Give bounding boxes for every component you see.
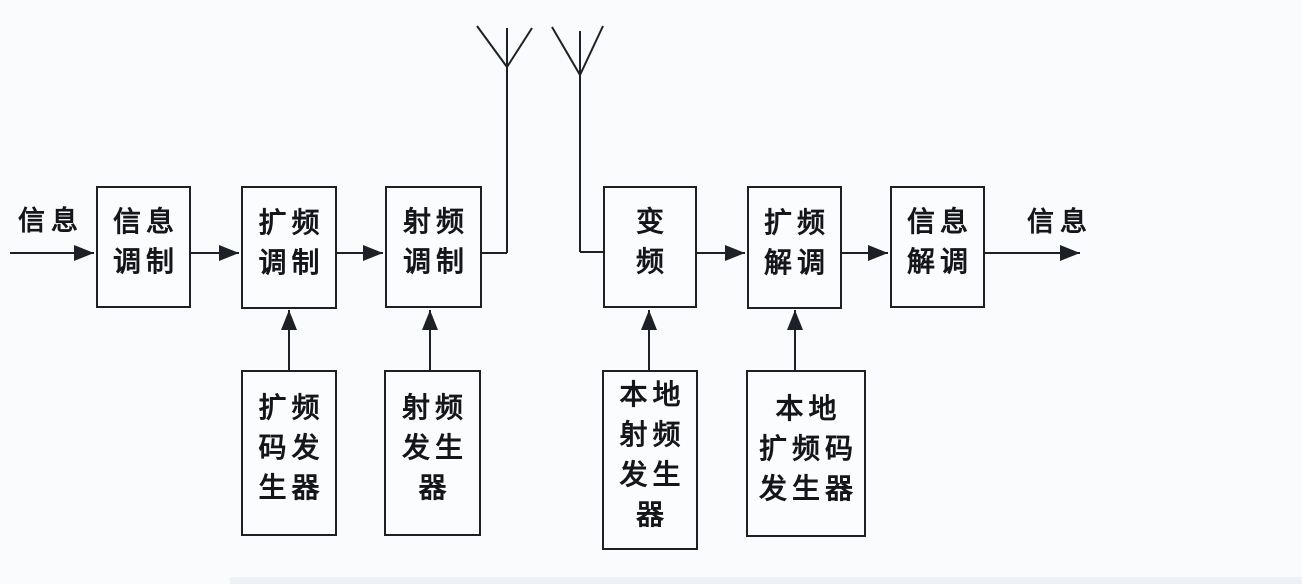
block-spread-code-generator: 扩频 码发 生器: [241, 370, 337, 536]
rx-antenna-icon: [551, 25, 604, 252]
block-spread-demodulation: 扩频 解调: [747, 186, 842, 309]
bottom-edge-strip: [230, 577, 1302, 584]
block-info-demodulation: 信息 解调: [890, 186, 985, 308]
block-frequency-conversion: 变 频: [603, 186, 697, 308]
block-spread-modulation: 扩频 调制: [241, 186, 337, 309]
block-rf-generator: 射频 发生 器: [384, 370, 481, 536]
tx-antenna-icon: [476, 25, 533, 253]
block-rf-modulation: 射频 调制: [385, 186, 482, 308]
block-local-rf-generator: 本地 射频 发生 器: [602, 370, 698, 550]
block-info-modulation: 信息 调制: [96, 186, 191, 308]
block-local-spread-code-generator: 本地 扩频码 发生器: [746, 370, 866, 537]
input-signal-label: 信息: [18, 206, 84, 236]
output-signal-label: 信息: [1027, 207, 1093, 237]
